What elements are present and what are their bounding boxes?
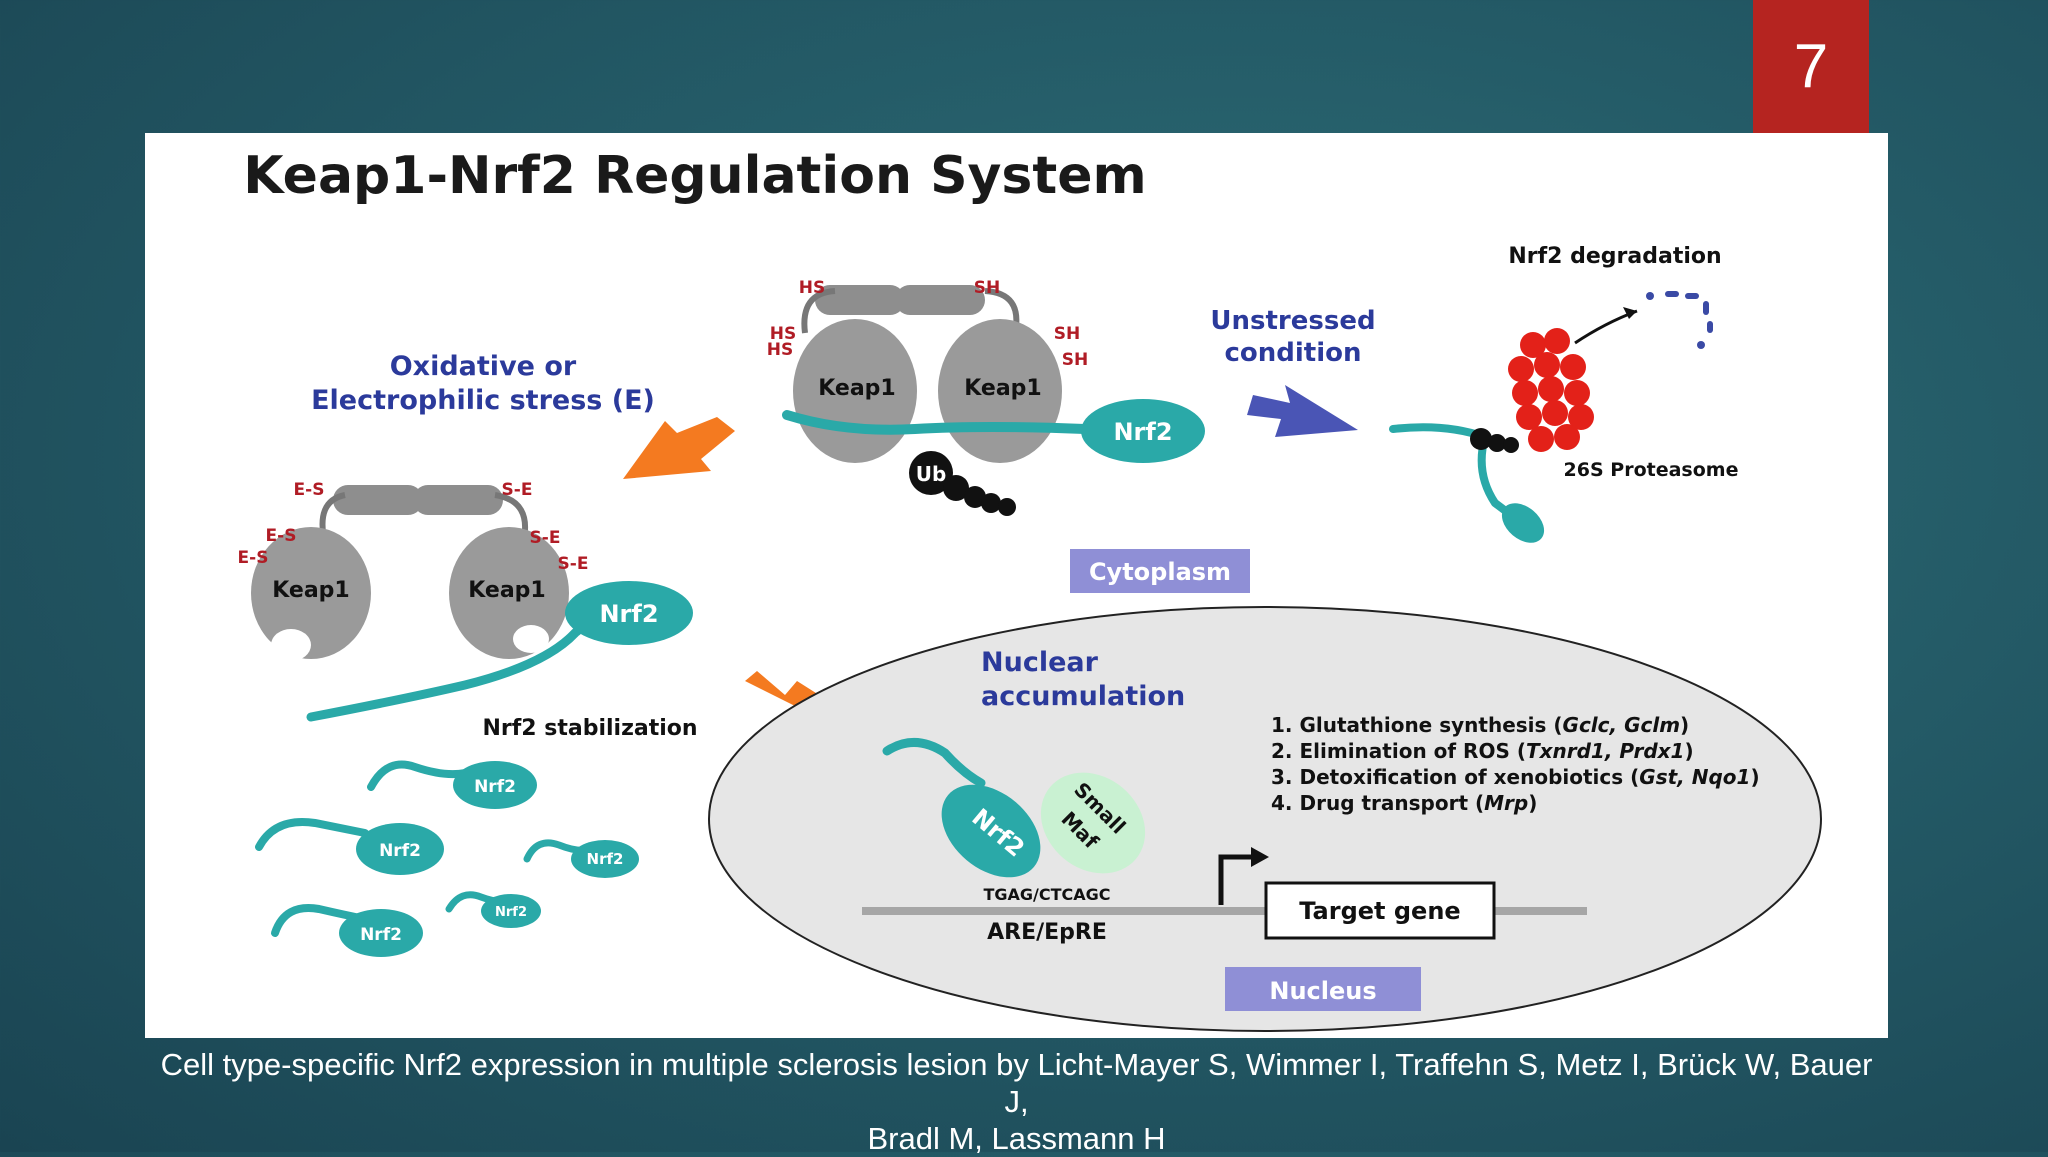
nucleus-label: Nucleus: [1269, 977, 1376, 1005]
nrf2-stabilization-label: Nrf2 stabilization: [482, 716, 697, 741]
es-label: E-S: [294, 480, 325, 500]
nucleus-ellipse: [708, 606, 1822, 1032]
stress-arrow: [623, 417, 735, 479]
cytoplasm-badge: [1070, 549, 1250, 593]
gene-list-item: 4. Drug transport (Mrp): [1271, 791, 1537, 815]
slide-caption: Cell type-specific Nrf2 expression in mu…: [145, 1046, 1888, 1157]
diagram-canvas: Keap1-Nrf2 Regulation System Keap1 Keap1…: [238, 146, 1822, 1032]
keap1-linker-left: [815, 285, 905, 315]
keap1-label: Keap1: [818, 376, 895, 401]
se-label: S-E: [502, 480, 533, 500]
ub-label: Ub: [916, 462, 947, 486]
keap1-linker-right: [895, 285, 985, 315]
stress-label: Electrophilic stress (E): [311, 385, 655, 416]
nrf2-label: Nrf2: [379, 841, 421, 861]
nrf2-small-maf-complex: Small Maf Nrf2: [882, 738, 1146, 878]
es-label: E-S: [266, 526, 297, 546]
stress-label: Oxidative or: [390, 351, 577, 382]
nrf2-label: Nrf2: [360, 925, 402, 945]
unstressed-label: Unstressed: [1210, 306, 1375, 336]
keap1-nrf2-figure: Keap1-Nrf2 Regulation System Keap1 Keap1…: [145, 133, 1888, 1038]
keap1-label: Keap1: [272, 578, 349, 603]
nrf2-degraded-blob: [1501, 503, 1545, 543]
se-label: S-E: [530, 528, 561, 548]
nrf2-blob: [1081, 399, 1205, 463]
hs-label: HS: [770, 324, 796, 344]
are-epre-label: ARE/EpRE: [987, 920, 1107, 945]
caption-line: Cell type-specific Nrf2 expression in mu…: [160, 1047, 1873, 1119]
target-gene-label: Target gene: [1299, 897, 1460, 925]
target-gene-box: [1264, 881, 1496, 940]
gene-list-item: 2. Elimination of ROS (Txnrd1, Prdx1): [1271, 739, 1694, 763]
nuclear-accumulation-label: accumulation: [981, 681, 1185, 712]
transcription-start-arrow: [1218, 854, 1251, 905]
peptide-fragment: [1646, 292, 1654, 300]
figure-title: Keap1-Nrf2 Regulation System: [243, 146, 1146, 206]
nrf2-bound-blob: [941, 784, 1041, 878]
keap1-label: Keap1: [468, 578, 545, 603]
nuclear-accumulation-label: Nuclear: [981, 647, 1099, 678]
target-gene-list: 1. Glutathione synthesis (Gclc, Gclm) 2.…: [1271, 713, 1760, 815]
unstressed-arrow: [1247, 385, 1358, 437]
es-label: E-S: [238, 548, 269, 568]
hs-label: HS: [799, 278, 825, 298]
nrf2-label: Nrf2: [1113, 418, 1172, 446]
keap1-dimer-unstressed: Keap1 Keap1 HS SH HS HS SH SH Nrf2 Ub: [767, 278, 1205, 516]
proteasome-label: 26S Proteasome: [1564, 459, 1739, 481]
nrf2-label: Nrf2: [474, 777, 516, 797]
nrf2-label: Nrf2: [587, 850, 624, 868]
sh-label: SH: [974, 278, 1000, 298]
keap1-label: Keap1: [964, 376, 1041, 401]
nrf2-label: Nrf2: [599, 600, 658, 628]
sh-label: SH: [1054, 324, 1080, 344]
are-sequence-label: TGAG/CTCAGC: [983, 885, 1110, 904]
proteasome-26s: [1508, 328, 1594, 452]
caption-line: Bradl M, Lassmann H: [867, 1121, 1166, 1156]
nrf2-tail: [782, 410, 1090, 435]
gene-list-item: 1. Glutathione synthesis (Gclc, Gclm): [1271, 713, 1689, 737]
ubiquitin-chain: [909, 451, 953, 495]
nrf2-degradation-label: Nrf2 degradation: [1508, 244, 1721, 269]
sh-label: SH: [1062, 350, 1088, 370]
cytoplasm-label: Cytoplasm: [1089, 558, 1231, 586]
gene-list-item: 3. Detoxification of xenobiotics (Gst, N…: [1271, 765, 1760, 789]
se-label: S-E: [558, 554, 589, 574]
nucleus-badge: [1225, 967, 1421, 1011]
nrf2-label: Nrf2: [495, 905, 527, 920]
unstressed-label: condition: [1224, 338, 1361, 368]
small-maf-blob: [1040, 772, 1146, 874]
free-nrf2-molecules: Nrf2 Nrf2 Nrf2 Nrf2 Nrf2: [255, 760, 639, 957]
slide-number: 7: [1753, 0, 1869, 133]
keap1-dimer-stressed: Keap1 Keap1 E-S S-E E-S E-S S-E S-E Nrf2: [238, 480, 693, 722]
hs-label: HS: [767, 340, 793, 360]
